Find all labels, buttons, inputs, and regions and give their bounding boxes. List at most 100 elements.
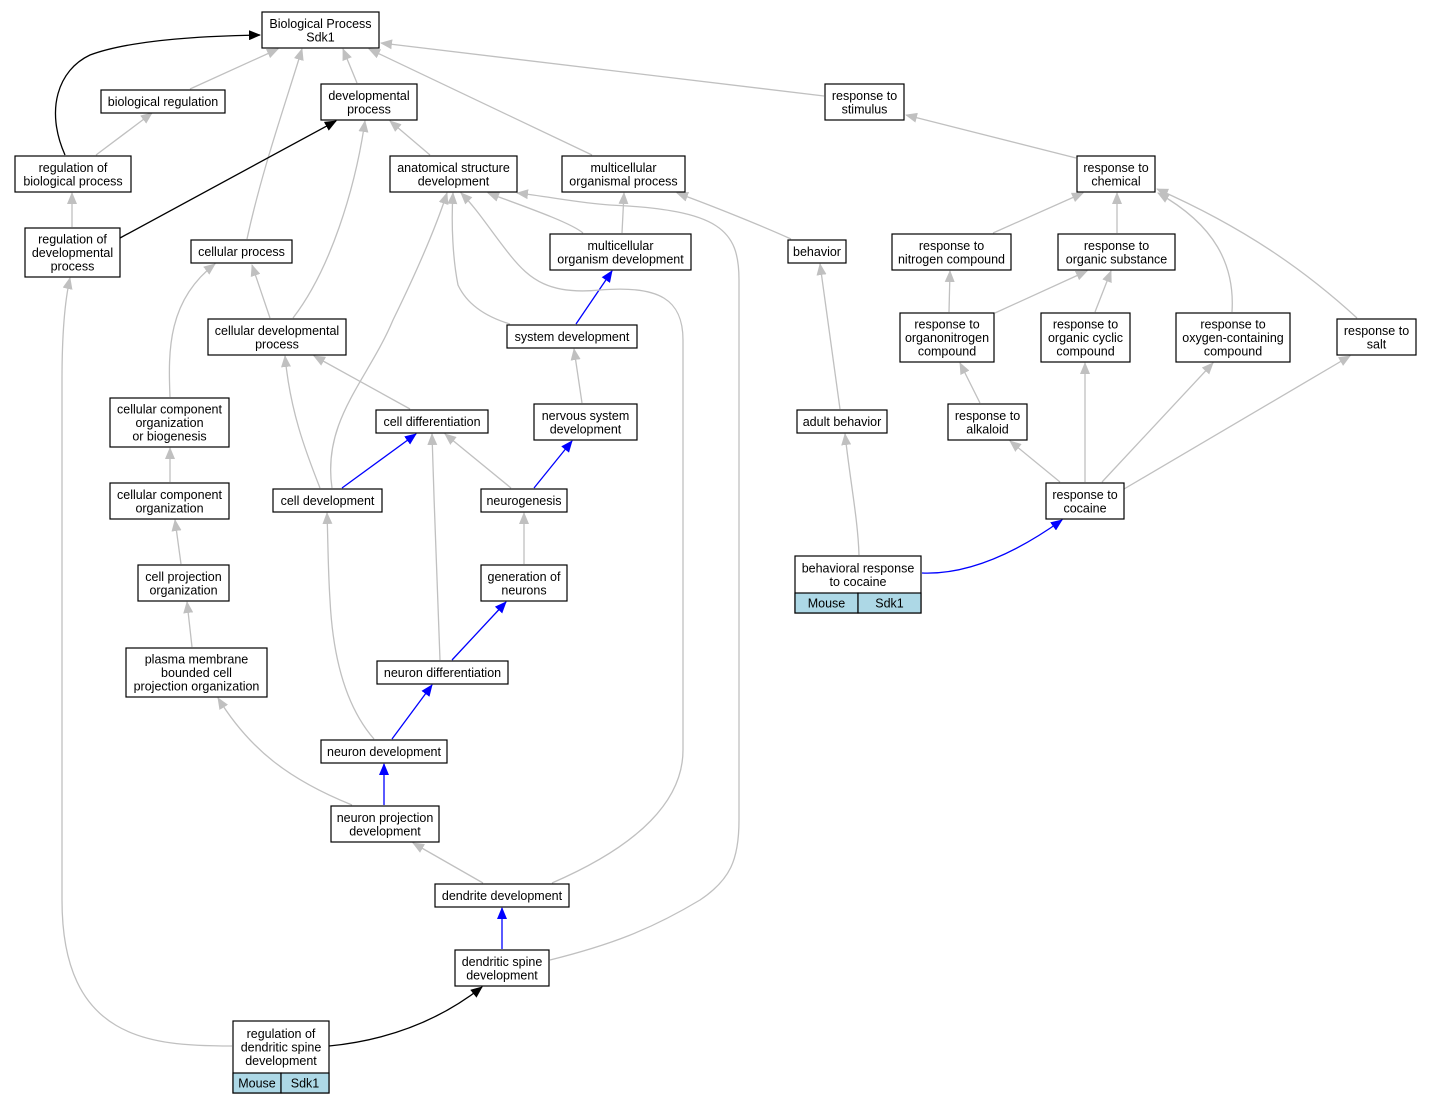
node-label-line: to cocaine [830, 575, 887, 589]
node-box [434, 883, 570, 908]
node-label-line: developmental [328, 89, 409, 103]
node-adult[interactable]: adult behavior [796, 409, 888, 434]
node-label-line: biological regulation [108, 95, 219, 109]
edge-line [380, 39, 825, 97]
node-label-line: neurogenesis [486, 494, 561, 508]
node-label-line: development [466, 968, 538, 982]
edge-line [1101, 362, 1214, 483]
edge-line [54, 30, 261, 156]
edge-line [313, 355, 411, 410]
edge-coc-to-oxy [1101, 362, 1214, 483]
node-dd[interactable]: dendrite development [434, 883, 570, 908]
node-box [549, 233, 692, 271]
edge-behcoc-to-coc [921, 519, 1063, 574]
node-beh[interactable]: behavior [787, 239, 847, 264]
node-box [899, 312, 995, 363]
node-label-line: cocaine [1063, 501, 1106, 515]
edge-line [816, 263, 841, 410]
edge-line [427, 433, 441, 661]
node-label-line: regulation of [38, 233, 107, 247]
edge-line [959, 362, 981, 404]
node-label-line: organic cyclic [1048, 331, 1123, 345]
node-label-line: dendrite development [442, 889, 563, 903]
node-label-line: response to [1052, 488, 1117, 502]
node-ndev[interactable]: neuron development [320, 739, 448, 764]
node-box [389, 155, 518, 193]
node-label-line: neurons [501, 583, 546, 597]
node-cell-gene: Sdk1 [291, 1077, 320, 1091]
node-label-line: response to [955, 409, 1020, 423]
node-box [454, 949, 550, 987]
edge-dd-to-asd [460, 192, 684, 884]
edge-neurog-to-celldiff [444, 433, 512, 489]
node-cell [857, 592, 922, 614]
node-breg[interactable]: biological regulation [100, 89, 226, 114]
node-label-line: dendritic spine [462, 955, 543, 969]
edge-sysdev-to-asd [447, 192, 511, 325]
node-label-line: stimulus [842, 102, 888, 116]
node-label-line: organization [149, 583, 217, 597]
node-label-line: regulation of [39, 161, 108, 175]
node-sysdev[interactable]: system development [506, 324, 638, 349]
node-label-line: process [347, 102, 391, 116]
edge-stim-to-bp [380, 39, 825, 97]
node-box [506, 324, 638, 349]
edge-line [341, 433, 417, 489]
node-box [261, 11, 380, 49]
node-celldev[interactable]: cell development [272, 488, 383, 513]
edge-ndev-to-celldev [322, 512, 375, 740]
edge-regdsd-to-dsd [328, 986, 483, 1047]
node-box [1045, 482, 1125, 520]
node-box [533, 403, 638, 441]
node-label-line: development [245, 1054, 317, 1068]
node-cellp[interactable]: cellular process [190, 239, 293, 264]
edge-dsd-to-asd [516, 189, 740, 961]
node-ndiff[interactable]: neuron differentiation [376, 660, 509, 685]
node-label-line: development [349, 824, 421, 838]
node-celldiff[interactable]: cell differentiation [375, 409, 489, 434]
node-box [1336, 318, 1417, 356]
edge-line [905, 112, 1077, 159]
edge-line [944, 270, 955, 313]
edge-nitro-to-chem [992, 192, 1084, 234]
node-box [1076, 155, 1156, 193]
edge-mod-to-asd [487, 192, 584, 234]
node-box [1057, 233, 1176, 271]
edge-line [1157, 192, 1233, 313]
edge-line [487, 192, 584, 234]
edge-line [189, 48, 279, 90]
edge-chem-to-stim [905, 112, 1077, 159]
node-box [1040, 312, 1131, 363]
node-neurog[interactable]: neurogenesis [480, 488, 568, 513]
node-label-line: response to [1084, 239, 1149, 253]
edge-alk-to-orgnit [959, 362, 981, 404]
